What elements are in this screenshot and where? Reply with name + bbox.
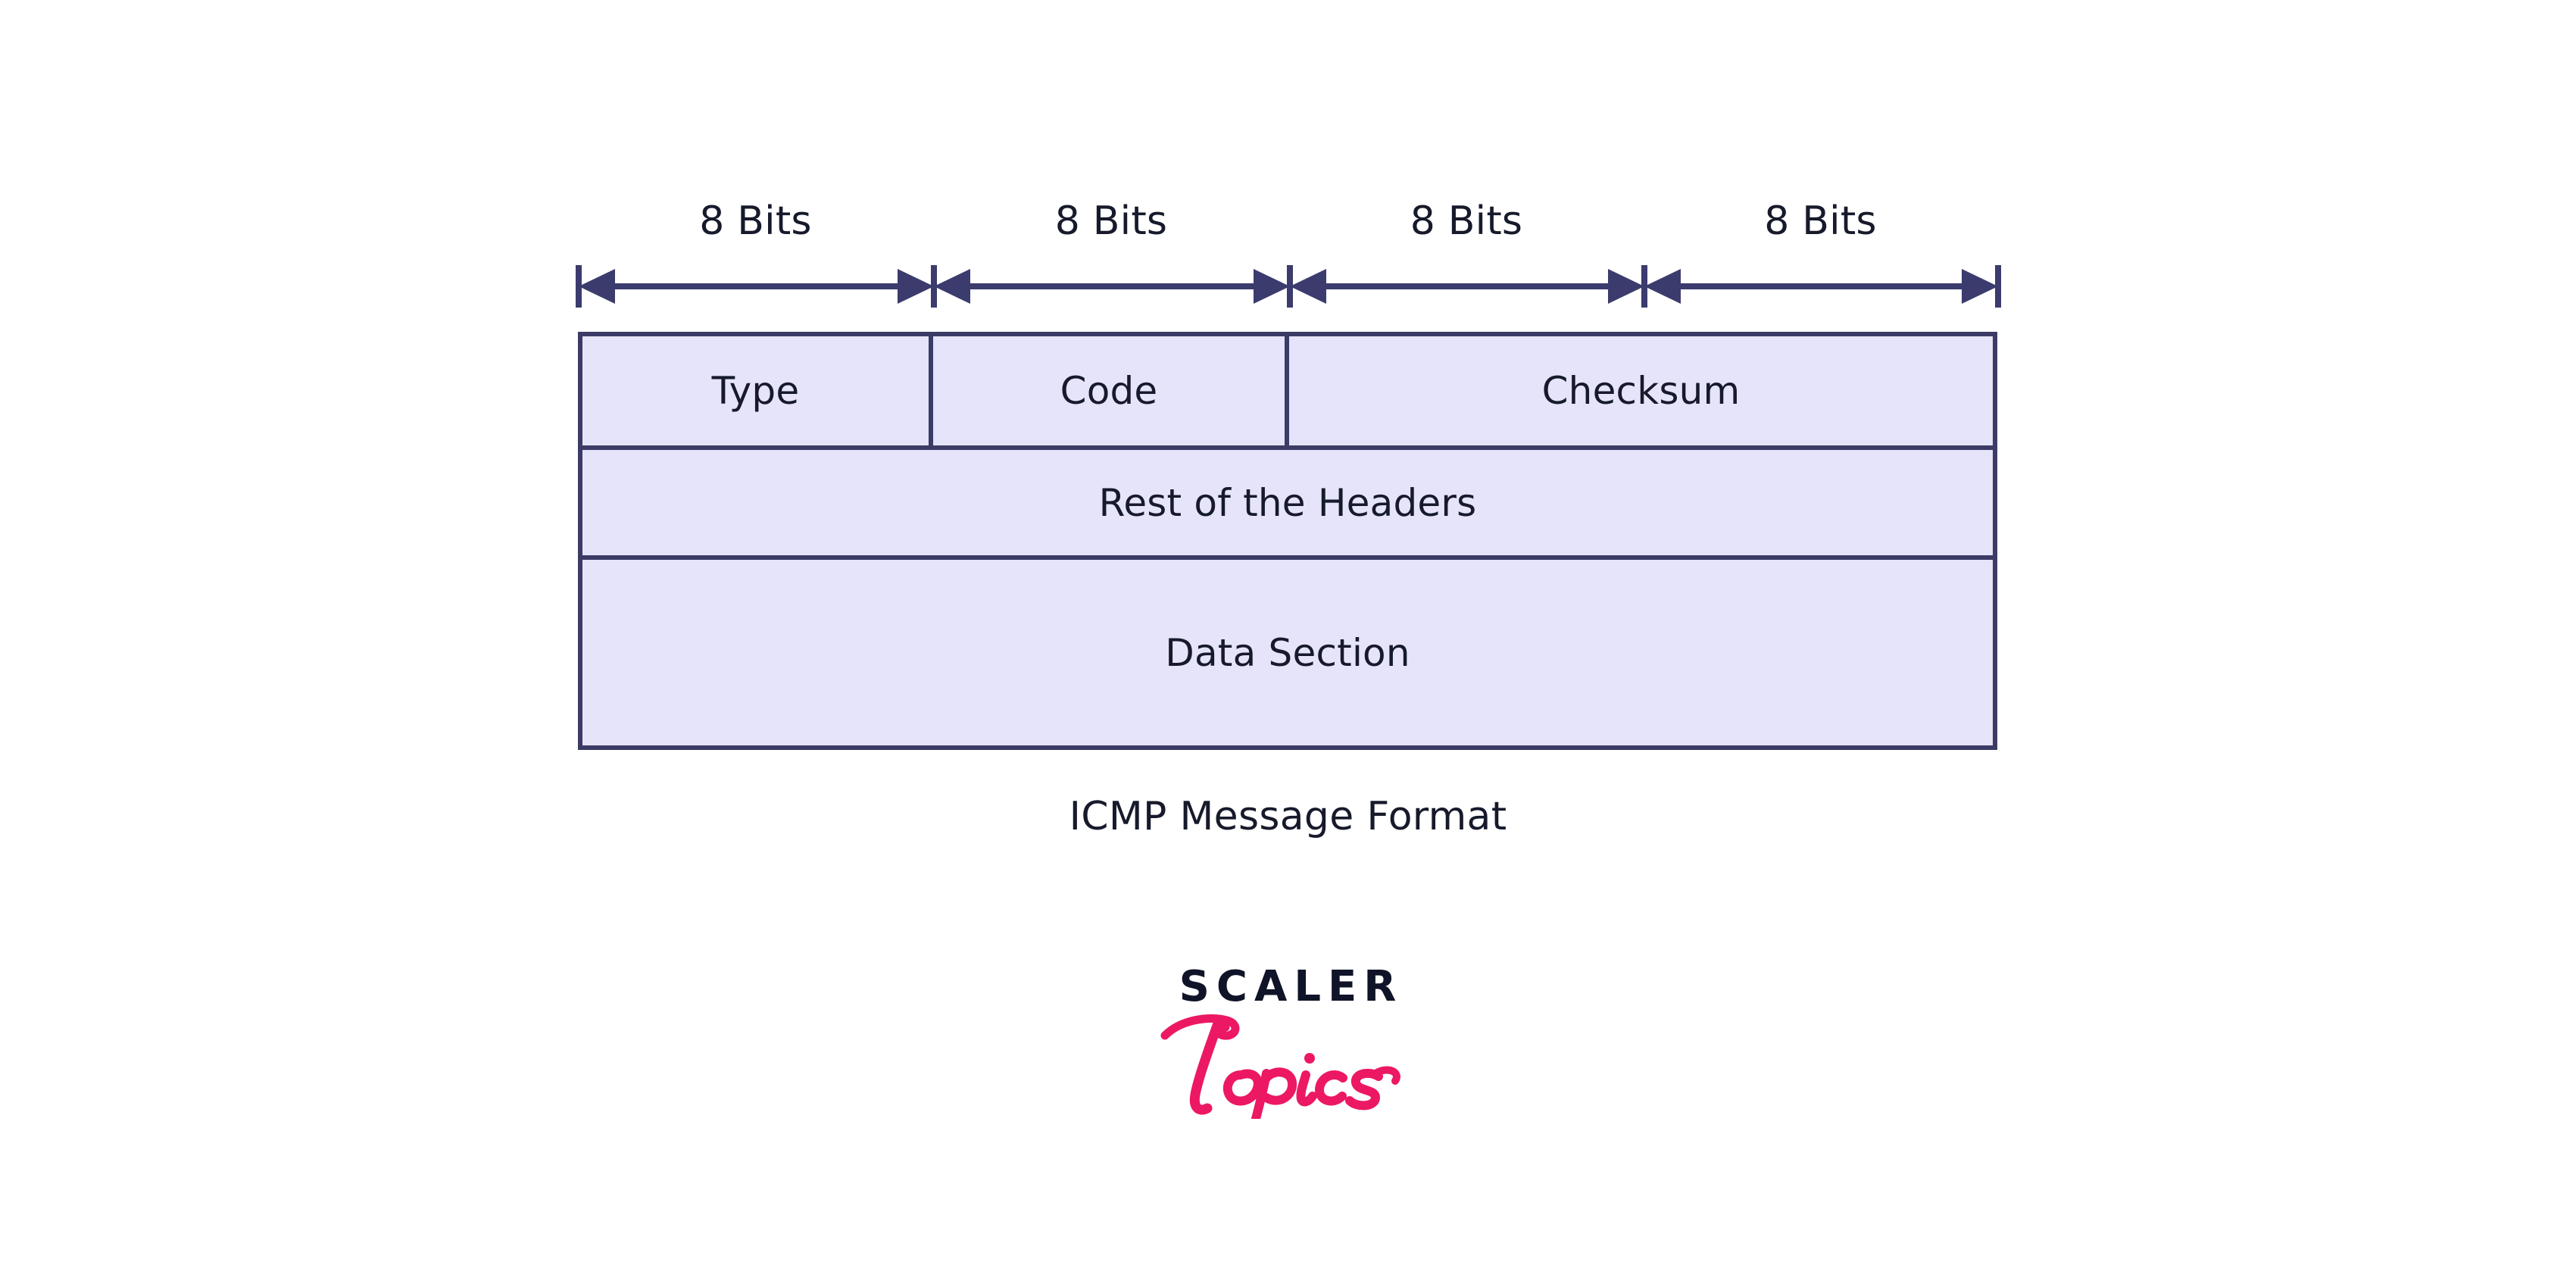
field-cell-checksum: Checksum xyxy=(1289,336,1993,445)
scaler-topics-logo: SCALER xyxy=(1068,966,1507,1132)
bits-label-byte-4: 8 Bits xyxy=(1764,198,1877,244)
logo-script-topics xyxy=(1068,1005,1507,1123)
icmp-packet-table: Type Code Checksum Rest of the Headers D… xyxy=(578,332,1997,750)
table-row-header-1: Type Code Checksum xyxy=(582,336,1993,450)
bit-width-ruler xyxy=(576,265,2001,308)
table-row-header-2: Rest of the Headers xyxy=(582,450,1993,560)
field-cell-type: Type xyxy=(582,336,933,445)
field-cell-rest-of-headers: Rest of the Headers xyxy=(582,450,1993,555)
logo-wordmark-scaler: SCALER xyxy=(1179,962,1404,1011)
diagram-caption: ICMP Message Format xyxy=(1069,794,1507,839)
ruler-arrow-byte-4 xyxy=(1644,269,1998,304)
ruler-arrow-byte-2 xyxy=(934,269,1290,304)
table-row-data: Data Section xyxy=(582,560,1993,745)
ruler-arrow-byte-3 xyxy=(1290,269,1644,304)
bits-label-byte-1: 8 Bits xyxy=(699,198,812,244)
field-cell-code: Code xyxy=(933,336,1289,445)
bits-label-byte-2: 8 Bits xyxy=(1054,198,1168,244)
bits-label-byte-3: 8 Bits xyxy=(1410,198,1523,244)
field-cell-data-section: Data Section xyxy=(582,560,1993,745)
logo-topics-svg xyxy=(1160,1014,1400,1123)
ruler-arrow-byte-1 xyxy=(579,269,934,304)
